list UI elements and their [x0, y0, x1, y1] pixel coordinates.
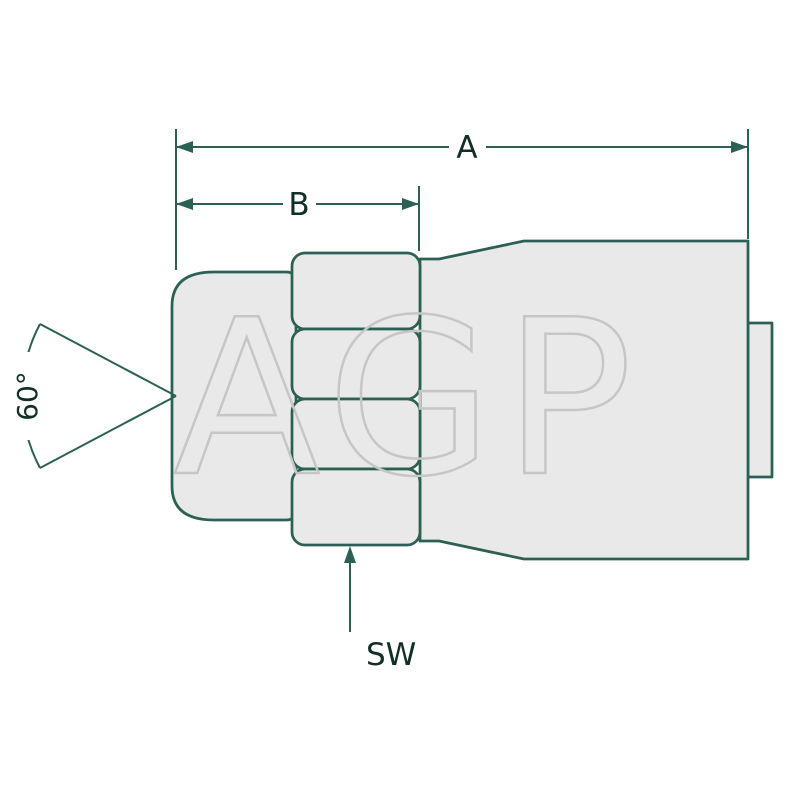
- hex-nut: [290, 251, 422, 547]
- sw-group: SW: [344, 546, 416, 673]
- end-step: [746, 321, 774, 479]
- dim-a-arrow-right: [731, 141, 748, 153]
- hex-nut-flat-4: [290, 467, 422, 547]
- fitting-group: [170, 239, 774, 561]
- dim-b-arrow-right: [402, 198, 419, 210]
- angle-line-lower: [39, 395, 177, 469]
- watermark-text: AGP: [173, 273, 643, 524]
- dim-a-group: A: [175, 129, 749, 270]
- angle-label: 60°: [11, 371, 44, 421]
- sw-arrow: [344, 546, 356, 563]
- angle-line-upper: [39, 323, 177, 397]
- sw-label: SW: [366, 637, 416, 673]
- dim-b-label-bg: [283, 186, 316, 222]
- angle-label-bg: [10, 352, 50, 440]
- dim-a-label: A: [456, 130, 477, 166]
- dim-b-arrow-left: [176, 198, 193, 210]
- dim-a-label-bg: [449, 129, 486, 165]
- dim-b-group: B: [176, 186, 420, 251]
- angle-group: 60°: [10, 323, 177, 469]
- dim-b-label: B: [288, 187, 309, 223]
- dim-a-arrow-left: [176, 141, 193, 153]
- fitting-body: [418, 239, 750, 561]
